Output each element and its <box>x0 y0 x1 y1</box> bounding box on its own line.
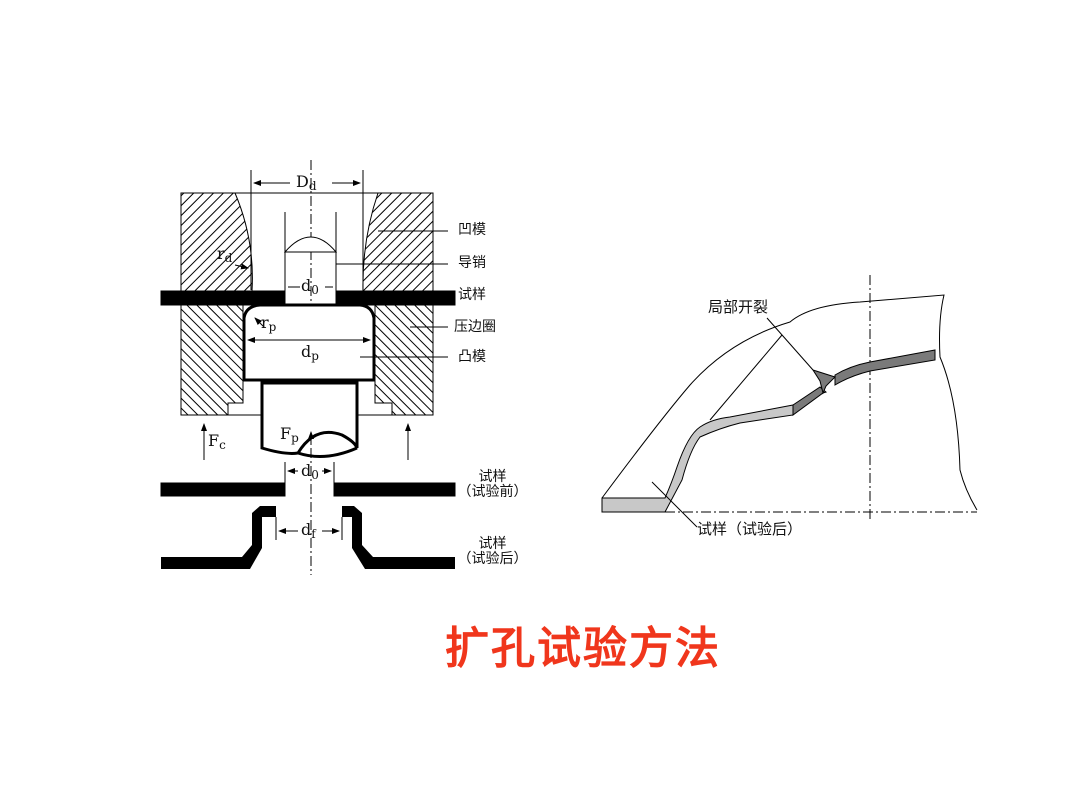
crack-leader <box>766 317 814 371</box>
label-local-crack: 局部开裂 <box>708 298 769 316</box>
specimen-band-dark <box>792 386 828 416</box>
crack <box>811 369 836 395</box>
specimen-before-right <box>333 482 456 497</box>
punch-head <box>242 303 376 382</box>
specimen-left <box>160 290 286 306</box>
label-specimen: 试样 <box>458 287 486 303</box>
rp-symbol: rp <box>261 313 277 334</box>
dd-symbol: Dd <box>296 172 317 193</box>
blank-holder-left <box>180 304 244 416</box>
die-left <box>180 192 253 292</box>
dp-symbol: dp <box>301 342 319 363</box>
expansion-test-apparatus <box>160 160 456 575</box>
d0-top-symbol: d0 <box>301 276 319 297</box>
specimen-before-left <box>160 482 286 497</box>
label-specimen-before: 试样（试验前） <box>457 469 528 500</box>
d0-bottom-symbol: d0 <box>301 461 319 482</box>
die-right <box>362 192 434 292</box>
fp-symbol: Fp <box>280 424 299 445</box>
label-die: 凹模 <box>458 222 486 238</box>
label-specimen-after-test: 试样（试验后） <box>697 520 803 538</box>
page-title: 扩孔试验方法 <box>445 623 721 674</box>
label-guide-pin: 导销 <box>458 255 486 271</box>
specimen-right <box>335 290 456 306</box>
specimen-after <box>161 506 276 569</box>
punch-shaft <box>260 381 359 455</box>
specimen-band-light <box>601 404 794 513</box>
label-specimen-after: 试样（试验后） <box>457 536 528 567</box>
outer-contour <box>601 294 978 511</box>
specimen-leader <box>651 481 698 528</box>
cracked-specimen-view <box>601 275 978 528</box>
label-blank-holder: 压边圈 <box>454 319 496 335</box>
df-symbol: df <box>301 520 316 541</box>
rd-symbol: rd <box>217 244 233 265</box>
label-punch: 凸模 <box>458 349 486 365</box>
fc-symbol: Fc <box>208 431 226 452</box>
blank-holder-right <box>374 304 434 416</box>
